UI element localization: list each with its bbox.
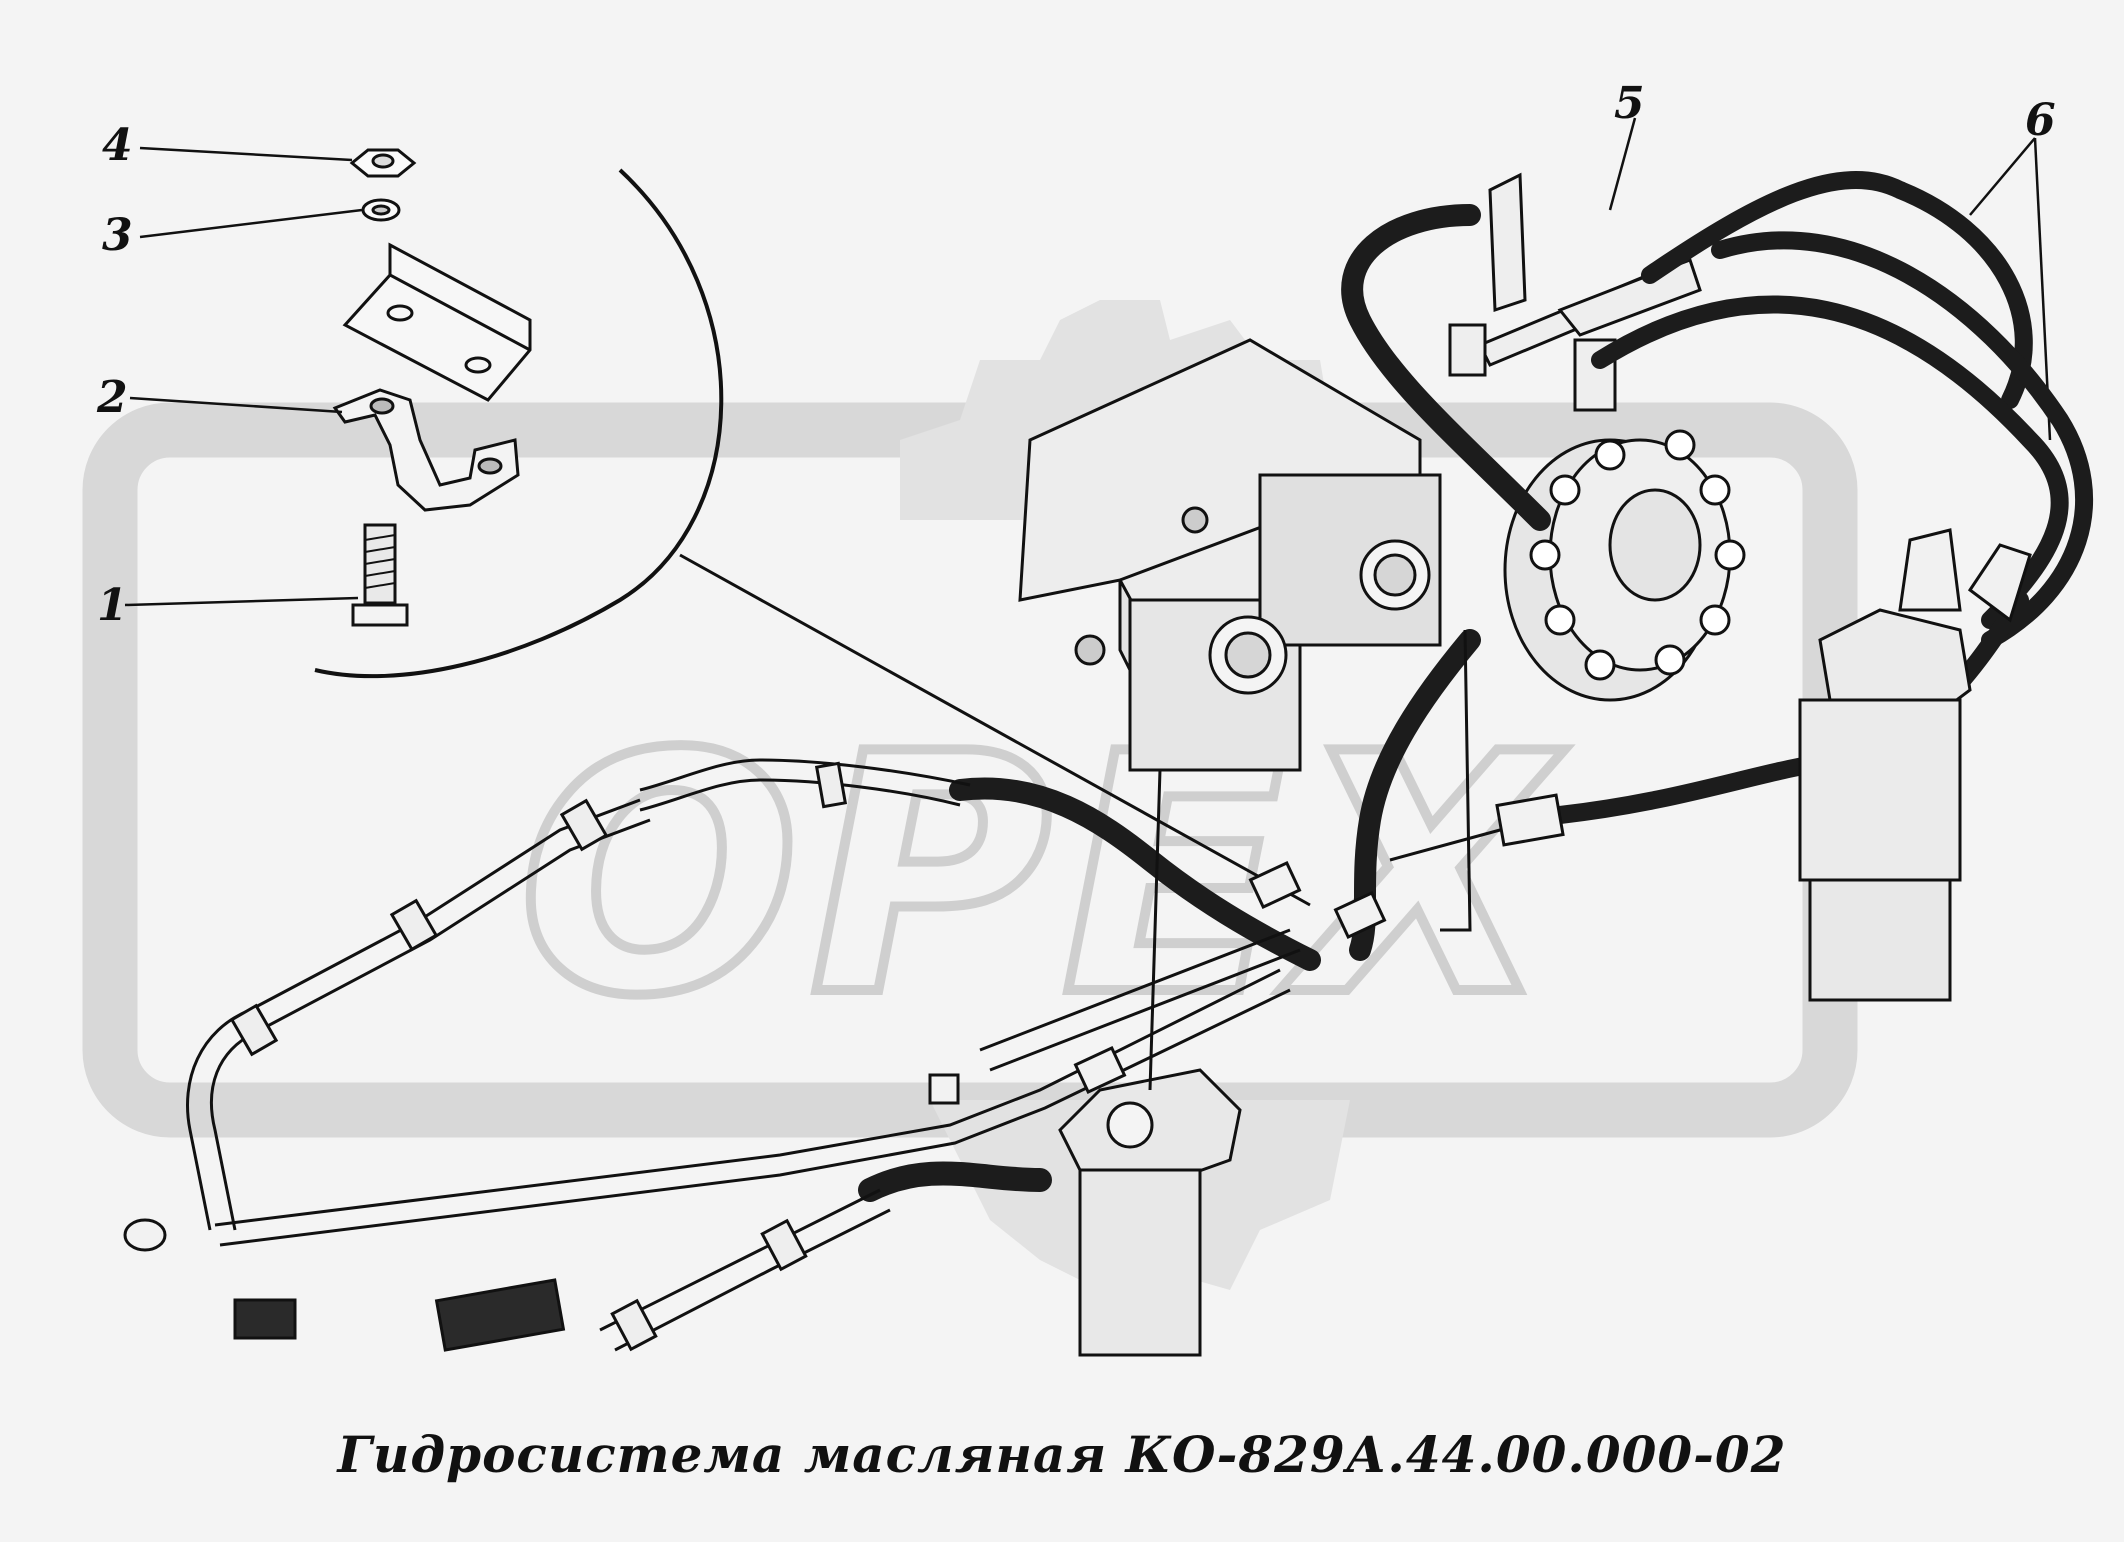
callout-2: 2	[96, 372, 128, 423]
callout-1: 1	[97, 580, 128, 631]
part-clamp	[332, 388, 520, 512]
pump-housing	[1018, 338, 1442, 772]
hose-5	[1641, 170, 2033, 409]
part-nut	[349, 148, 417, 178]
detail-leader-line	[679, 553, 1311, 907]
steel-pipes	[186, 629, 1561, 1352]
pipe-lower-right-inner	[614, 1208, 891, 1352]
part-bolt	[351, 523, 409, 627]
pipe-fittings	[123, 793, 1565, 1352]
pipe-cross-inner	[219, 988, 1291, 1247]
oil-filter	[1058, 1068, 1242, 1357]
pipe-end-fitting	[123, 1218, 167, 1252]
hydraulic-hoses	[858, 170, 2094, 1202]
pipe-diagonal-inner	[989, 948, 1301, 1072]
hose-loop-left	[1341, 204, 1551, 531]
pipe-main-upper	[639, 758, 971, 792]
part-angle-bracket	[342, 242, 532, 402]
pipe-clamps	[229, 761, 848, 1352]
part-washer	[361, 198, 401, 222]
hose-6a	[1591, 295, 2069, 629]
figure-caption: Гидросистема масляная КО-829А.44.00.000-…	[337, 1425, 1787, 1484]
callout-6: 6	[2025, 95, 2056, 146]
pipe-main-upper-inner	[639, 778, 961, 812]
tee-fittings	[1448, 172, 1702, 412]
detail-inset-arc	[314, 168, 724, 679]
callout-5: 5	[1614, 78, 1645, 129]
callout-3: 3	[102, 210, 133, 261]
callout-4: 4	[102, 120, 133, 171]
pipe-lower-right	[599, 1188, 881, 1332]
hydraulic-motor	[1503, 429, 1746, 702]
hose-mid	[949, 777, 1321, 971]
hose-6b	[1711, 231, 2094, 649]
pipe-vertical-right	[1440, 629, 1472, 932]
pipe-diagonal	[979, 928, 1291, 1052]
pipe-vertical-left	[1148, 769, 1162, 1091]
hose-lower	[858, 1161, 1052, 1202]
valve-block	[1798, 528, 2032, 1002]
pipe-cross	[214, 968, 1281, 1227]
